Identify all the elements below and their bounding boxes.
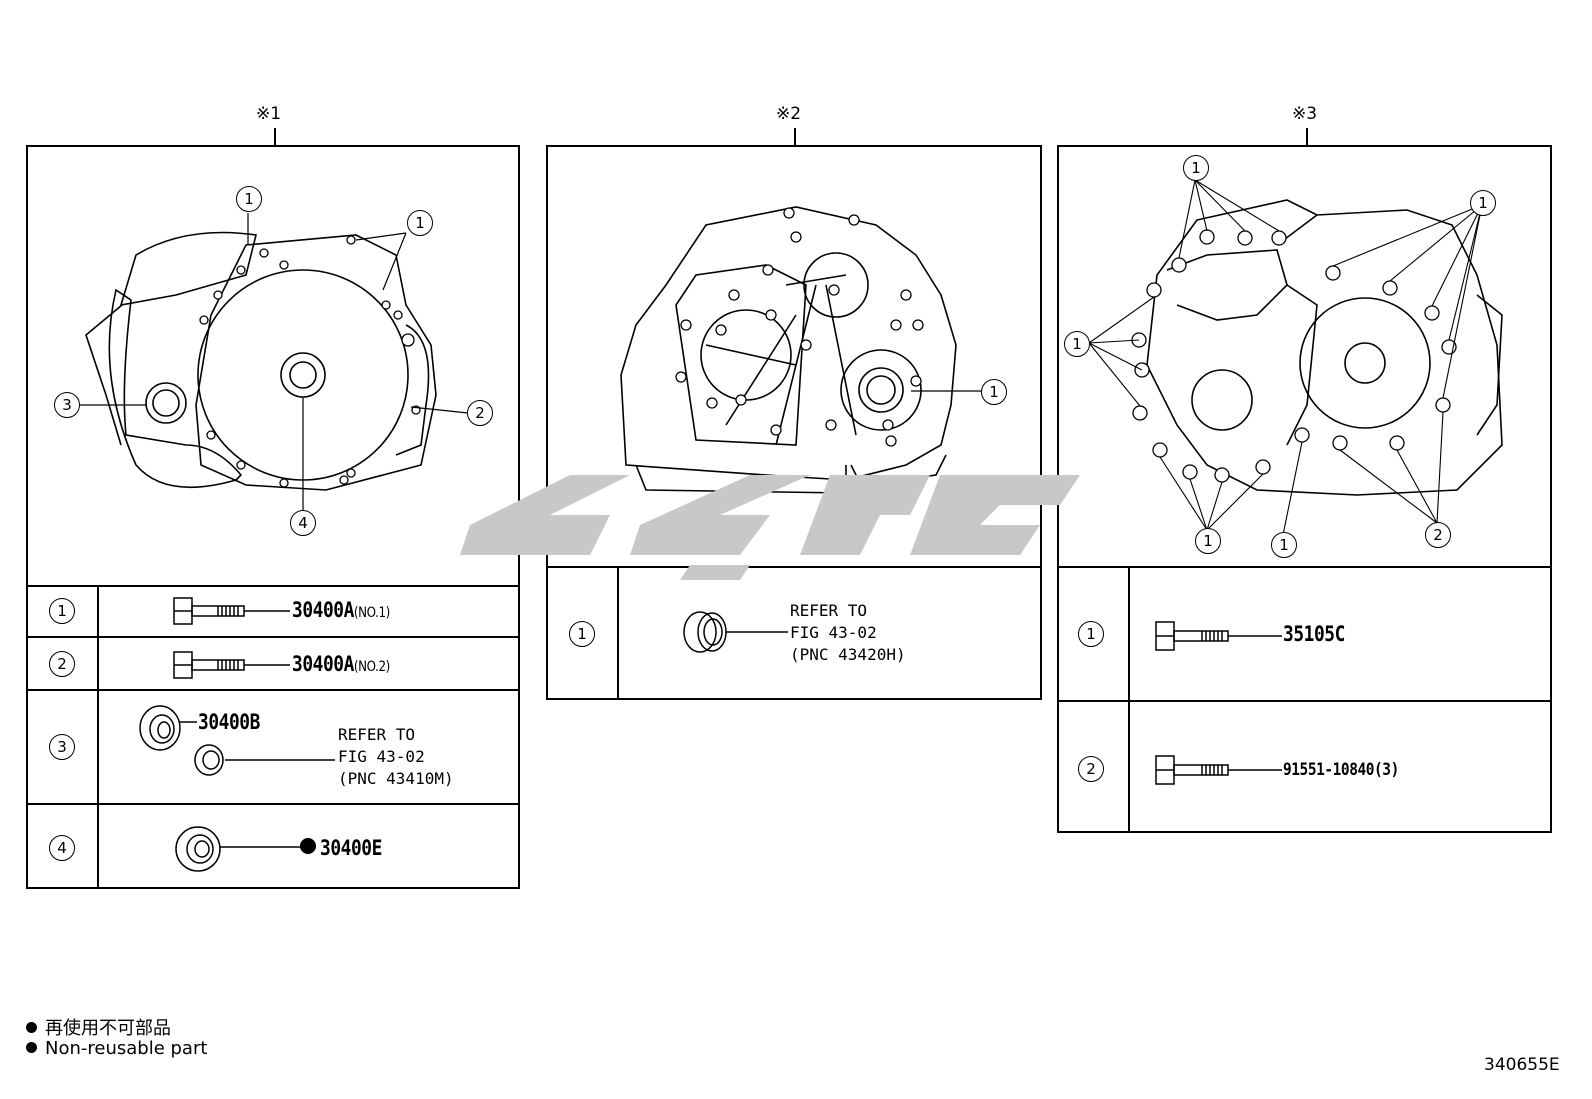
reference-note: REFER TO FIG 43-02 (PNC 43420H) [790,601,906,664]
transaxle-side-view-drawing [620,206,981,494]
callout-1: 1 [236,186,262,212]
part-number: 30400E [320,836,382,860]
row-number: 2 [1078,756,1104,782]
callout-1: 1 [1271,532,1297,558]
part-number: 30400A(NO.1) [292,598,390,622]
callout-3: 3 [54,392,80,418]
row-number: 1 [49,598,75,624]
callout-1: 1 [981,379,1007,405]
panel-2 [546,145,1042,700]
transaxle-front-view-drawing [80,213,469,510]
callout-1: 1 [1470,190,1496,216]
section-mark-2: ※2 [776,104,802,124]
reference-note: REFER TO FIG 43-02 (PNC 43410M) [338,725,454,788]
row-number: 1 [1078,621,1104,647]
bolt-icon [1155,621,1282,651]
callout-1: 1 [1183,155,1209,181]
transaxle-rear-view-drawing [1088,179,1503,536]
watermark-logo [460,475,1080,580]
callout-4: 4 [290,510,316,536]
bolt-icon [1155,755,1282,785]
non-reusable-dot [300,838,316,854]
bolt-icon [173,597,290,625]
callout-2: 2 [467,400,493,426]
row-number: 2 [49,651,75,677]
legend-en: Non-reusable part [26,1038,207,1059]
callout-1: 1 [1064,331,1090,357]
row-number: 3 [49,734,75,760]
non-reusable-dot [26,1022,37,1033]
callout-2: 2 [1425,522,1451,548]
non-reusable-dot [26,1042,37,1053]
oil-seal-icon [139,705,335,776]
row-number: 4 [49,835,75,861]
callout-1: 1 [1195,528,1221,554]
part-number: 91551-10840(3) [1283,760,1399,780]
oil-seal-icon [683,611,788,653]
callout-1: 1 [407,210,433,236]
oil-seal-icon [175,826,302,872]
legend-jp: 再使用不可部品 [26,1014,171,1040]
section-mark-3: ※3 [1292,104,1318,124]
bolt-icon [173,651,290,679]
part-number: 35105C [1283,622,1345,646]
figure-id: 340655E [1484,1055,1560,1075]
row-number: 1 [569,621,595,647]
part-number: 30400A(NO.2) [292,652,390,676]
section-mark-1: ※1 [256,104,282,124]
part-number: 30400B [198,710,260,734]
